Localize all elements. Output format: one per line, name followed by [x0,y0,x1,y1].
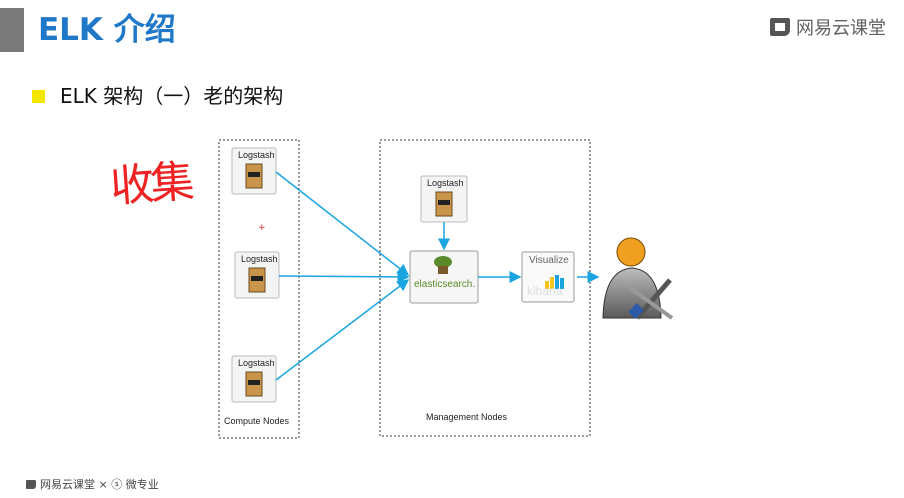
title-accent-bar [0,8,24,52]
brand-icon [770,18,790,36]
page-title: ELK 介绍 [38,12,176,48]
footer-text: 网易云课堂 × ⓢ 微专业 [40,478,159,491]
arrow-logstash2-to-es [278,270,410,283]
logstash-node-2 [234,251,280,299]
visualize-label: Visualize [529,255,569,266]
logstash-label-indexer: Logstash [427,178,464,188]
logstash-label-3: Logstash [238,358,275,368]
kibana-label: kibana [527,284,563,298]
management-nodes-label: Management Nodes [426,412,508,422]
arrow-logstash3-to-es [275,279,410,381]
management-nodes-group [379,139,591,437]
logstash-label-1: Logstash [238,150,275,160]
logstash-node-3 [231,355,277,403]
arrow-logstash1-to-es [275,171,410,276]
visualize-node [521,251,575,303]
brand-logo: 网易云课堂 [770,14,886,40]
logstash-label-2: Logstash [241,254,278,264]
red-mark: + [258,223,266,233]
brand-name: 网易云课堂 [796,18,886,39]
elasticsearch-node [409,250,479,304]
compute-nodes-group [218,139,300,439]
logstash-node-1 [231,147,277,195]
elasticsearch-label: elasticsearch. [414,279,476,290]
footer-brand: 网易云课堂 × ⓢ 微专业 [26,476,159,492]
logstash-indexer-node [420,175,468,223]
compute-nodes-label: Compute Nodes [224,416,290,426]
footer-logo-icon [26,479,36,489]
bullet-icon [32,90,45,103]
admin-user-icon [602,237,674,320]
slide-subtitle: ELK 架构（一）老的架构 [60,84,284,108]
